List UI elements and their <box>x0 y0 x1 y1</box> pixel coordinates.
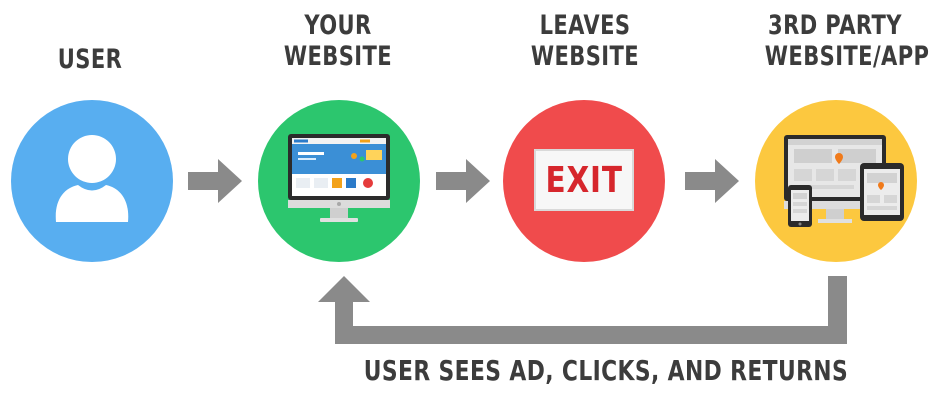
return-label: USER SEES AD, CLICKS, AND RETURNS <box>363 354 849 387</box>
exit-sign-text: EXIT <box>545 159 623 201</box>
user-icon <box>55 135 129 222</box>
desktop-monitor-icon <box>288 134 390 222</box>
step-label-your-website-line-2: WEBSITE <box>283 41 393 72</box>
step-label-leaves-website: LEAVES WEBSITE <box>530 10 639 72</box>
step-label-your-website: YOUR WEBSITE <box>283 10 392 72</box>
step-label-user-line-1: USER <box>57 44 123 75</box>
arrow-exit-to-third-party <box>685 159 739 203</box>
step-label-third-party-line-2: WEBSITE/APP <box>764 41 929 72</box>
step-label-leaves-website-line-1: LEAVES <box>539 10 631 41</box>
return-arrow <box>318 276 847 344</box>
arrow-user-to-website <box>188 159 242 203</box>
step-label-your-website-line-1: YOUR <box>304 10 372 41</box>
exit-sign-icon: EXIT <box>534 149 634 211</box>
step-label-third-party-line-1: 3RD PARTY <box>768 10 902 41</box>
step-label-leaves-website-line-2: WEBSITE <box>530 41 640 72</box>
arrow-website-to-exit <box>436 159 490 203</box>
step-label-third-party: 3RD PARTY WEBSITE/APP <box>764 10 929 72</box>
multi-device-icon <box>784 135 904 227</box>
step-label-user: USER <box>51 44 129 75</box>
